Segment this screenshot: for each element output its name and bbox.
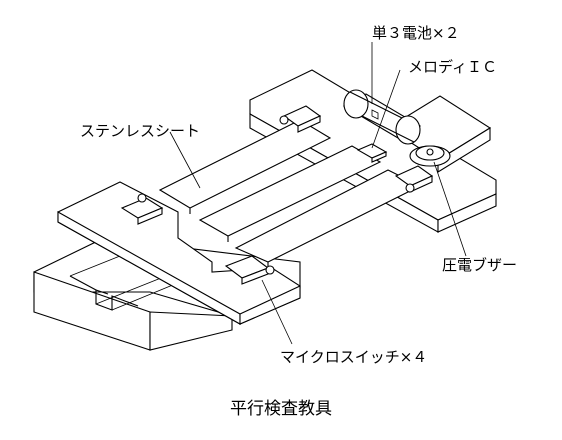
battery-label: 単３電池×２ [372, 24, 460, 42]
stainless-sheet-label: ステンレスシート [80, 122, 200, 140]
micro-switch-1 [120, 193, 164, 225]
micro-switch-2 [224, 255, 275, 285]
rails [158, 119, 422, 268]
melody-ic-label: メロディＩＣ [408, 58, 497, 76]
micro-switch-4 [394, 165, 434, 193]
melody-ic [356, 143, 388, 163]
leader-lines [169, 42, 467, 345]
micro-switch-3 [279, 105, 322, 133]
figure-caption: 平行検査教具 [230, 399, 332, 419]
micro-switch-label: マイクロスイッチ×４ [280, 348, 427, 366]
piezo-buzzer [409, 145, 451, 167]
battery-holder [342, 89, 422, 145]
piezo-buzzer-label: 圧電ブザー [442, 256, 517, 274]
left-plate [57, 181, 301, 325]
